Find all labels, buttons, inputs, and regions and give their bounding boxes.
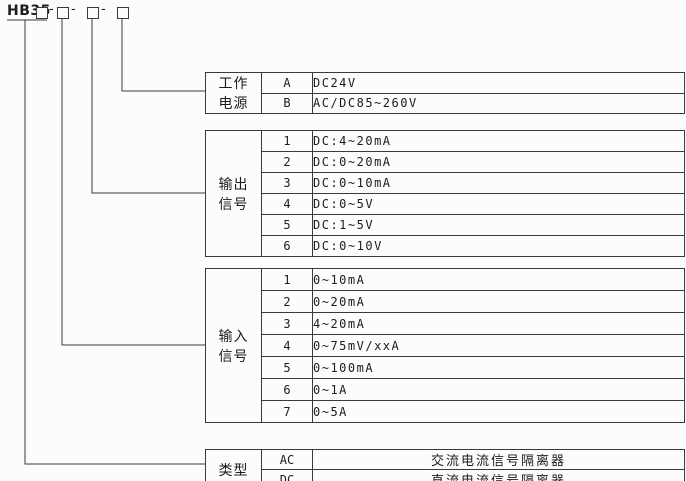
code-cell: 7 — [261, 400, 313, 423]
code-cell: 5 — [261, 356, 313, 379]
value-cell: 交流电流信号隔离器 — [312, 449, 685, 470]
model-code: HB35 - - - — [0, 0, 200, 24]
table-row: 4 DC:0~5V — [206, 193, 685, 215]
table-row: 3 DC:0~10mA — [206, 172, 685, 194]
model-dash: - — [101, 2, 106, 17]
code-cell: 5 — [261, 214, 313, 236]
power-table: 工作 电源 A DC24V B AC/DC85~260V — [205, 72, 685, 114]
table-row: 5 0~100mA — [206, 356, 685, 379]
model-box-type — [36, 7, 48, 19]
value-cell: 0~20mA — [312, 290, 685, 313]
connector-line-power — [121, 18, 205, 92]
table-row: 输入 信号 1 0~10mA — [205, 268, 685, 423]
model-dash: - — [49, 2, 54, 17]
code-cell: 1 — [261, 130, 313, 152]
table-row: 6 DC:0~10V — [206, 235, 685, 257]
connector-line-type — [24, 20, 205, 465]
model-box-power — [117, 7, 129, 19]
table-row: 类型 AC 交流电流信号隔离器 — [205, 449, 685, 481]
type-table-label: 类型 — [205, 449, 262, 481]
table-row: B AC/DC85~260V — [206, 92, 685, 114]
value-cell: DC:0~10V — [312, 235, 685, 257]
type-table: 类型 AC 交流电流信号隔离器 DC 直流电流信号隔离器 — [205, 449, 685, 481]
table-row: 2 0~20mA — [206, 290, 685, 313]
table-row: 4 0~75mV/xxA — [206, 334, 685, 357]
code-cell: 6 — [261, 235, 313, 257]
code-cell: 4 — [261, 193, 313, 215]
input-signal-table-label: 输入 信号 — [205, 268, 262, 423]
code-cell: 4 — [261, 334, 313, 357]
value-cell: 0~100mA — [312, 356, 685, 379]
model-box-input-signal — [57, 7, 69, 19]
value-cell: DC:0~5V — [312, 193, 685, 215]
value-cell: 0~1A — [312, 378, 685, 401]
connector-line-output — [91, 18, 205, 194]
table-row: 2 DC:0~20mA — [206, 151, 685, 173]
value-cell: DC:0~20mA — [312, 151, 685, 173]
input-signal-table: 输入 信号 1 0~10mA 2 0~20mA 3 4~20mA 4 0~75m… — [205, 268, 685, 423]
table-row: 3 4~20mA — [206, 312, 685, 335]
table-row: DC 直流电流信号隔离器 — [206, 469, 685, 481]
value-cell: 0~10mA — [312, 268, 685, 291]
value-cell: DC:0~10mA — [312, 172, 685, 194]
table-row: 5 DC:1~5V — [206, 214, 685, 236]
power-table-label: 工作 电源 — [205, 72, 262, 114]
code-cell: 2 — [261, 290, 313, 313]
code-cell: 2 — [261, 151, 313, 173]
output-signal-table-label: 输出 信号 — [205, 130, 262, 257]
output-signal-table: 输出 信号 1 DC:4~20mA 2 DC:0~20mA 3 DC:0~10m… — [205, 130, 685, 257]
value-cell: 0~5A — [312, 400, 685, 423]
code-cell: AC — [261, 449, 313, 470]
code-cell: DC — [261, 469, 313, 481]
code-cell: 6 — [261, 378, 313, 401]
table-row: 6 0~1A — [206, 378, 685, 401]
value-cell: 4~20mA — [312, 312, 685, 335]
code-cell: A — [261, 72, 313, 94]
model-dash: - — [71, 2, 76, 17]
code-cell: 3 — [261, 312, 313, 335]
value-cell: 0~75mV/xxA — [312, 334, 685, 357]
value-cell: DC:4~20mA — [312, 130, 685, 152]
value-cell: AC/DC85~260V — [312, 92, 685, 114]
value-cell: DC:1~5V — [312, 214, 685, 236]
value-cell: 直流电流信号隔离器 — [312, 469, 685, 481]
code-cell: 1 — [261, 268, 313, 291]
table-row: 输出 信号 1 DC:4~20mA — [205, 130, 685, 257]
code-cell: 3 — [261, 172, 313, 194]
connector-line-input — [61, 18, 205, 346]
table-row: 工作 电源 A DC24V — [205, 72, 685, 114]
value-cell: DC24V — [312, 72, 685, 94]
code-cell: B — [261, 92, 313, 114]
model-box-output-signal — [87, 7, 99, 19]
table-row: 7 0~5A — [206, 400, 685, 423]
